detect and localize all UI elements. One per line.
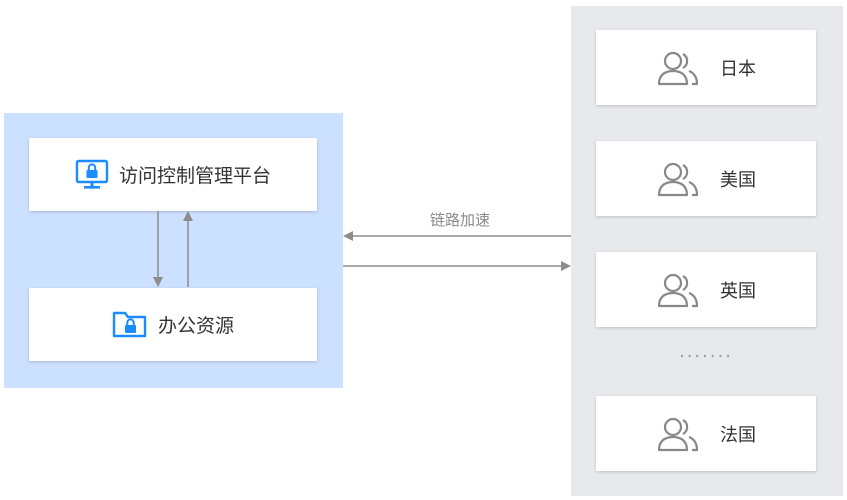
office-resources-node: 办公资源 <box>29 288 317 361</box>
region-label: 美国 <box>720 169 756 191</box>
access-control-platform-label: 访问控制管理平台 <box>118 165 271 187</box>
more-regions-ellipsis: ······· <box>678 346 734 367</box>
region-label: 法国 <box>720 424 756 446</box>
region-node-france: 法国 <box>596 396 816 471</box>
region-node-uk: 英国 <box>596 252 816 327</box>
users-icon <box>656 159 702 199</box>
link-acceleration-label: 链路加速 <box>429 211 490 229</box>
access-control-platform-node: 访问控制管理平台 <box>29 138 317 211</box>
region-node-japan: 日本 <box>596 30 816 105</box>
users-icon <box>656 270 702 310</box>
region-label: 日本 <box>720 58 756 80</box>
monitor-lock-icon <box>75 159 109 191</box>
region-node-usa: 美国 <box>596 141 816 216</box>
users-icon <box>656 48 702 88</box>
folder-lock-icon <box>112 310 148 340</box>
region-label: 英国 <box>720 280 756 302</box>
office-resources-label: 办公资源 <box>157 315 234 337</box>
users-icon <box>656 414 702 454</box>
